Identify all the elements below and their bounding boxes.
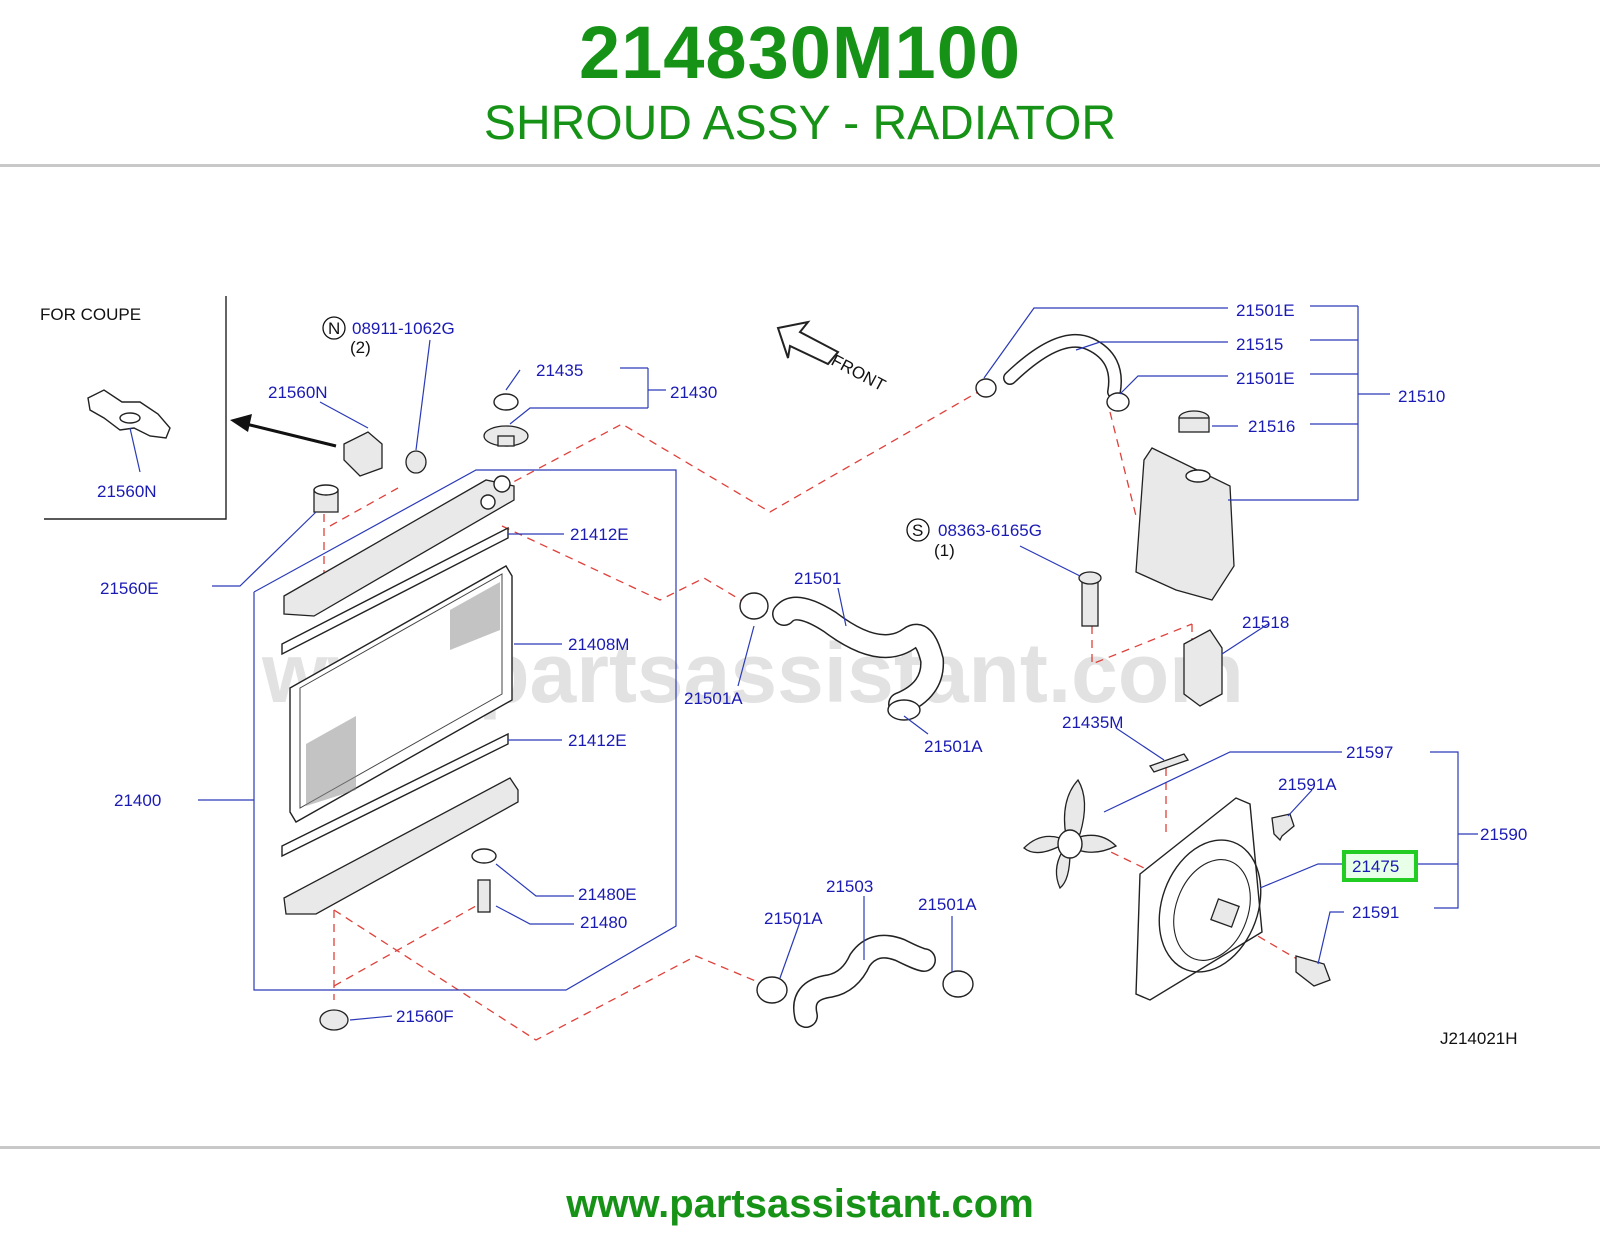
label-21435[interactable]: 21435 xyxy=(536,361,583,380)
bracket-hole-icon xyxy=(119,412,141,424)
label-21475-highlighted[interactable]: 21475 xyxy=(1352,857,1399,876)
bracket-21560n-icon xyxy=(343,431,383,477)
gasket-bottom-icon xyxy=(281,732,509,858)
gasket-top-icon xyxy=(281,526,509,656)
label-08363-qty: (1) xyxy=(934,541,955,560)
inlet-nozzle-icon xyxy=(480,494,496,510)
fan-21597-icon xyxy=(1023,778,1118,890)
washer-21480e-icon xyxy=(471,848,497,864)
highlight-box xyxy=(1342,850,1418,882)
label-21480[interactable]: 21480 xyxy=(580,913,627,932)
clamp-lower-left-icon xyxy=(756,976,788,1004)
label-21591[interactable]: 21591 xyxy=(1352,903,1399,922)
label-21591a[interactable]: 21591A xyxy=(1278,775,1337,794)
radiator-assembly-outline xyxy=(253,469,677,991)
screw-21591a-icon xyxy=(1271,813,1295,842)
diagram-code: J214021H xyxy=(1440,1029,1518,1048)
label-21560n[interactable]: 21560N xyxy=(268,383,328,402)
filler-neck-icon xyxy=(493,475,511,493)
label-21501a-lower-left[interactable]: 21501A xyxy=(764,909,823,928)
front-label: FRONT xyxy=(828,351,889,395)
header-divider xyxy=(0,164,1600,167)
notation-s-circle xyxy=(906,518,930,542)
label-21430[interactable]: 21430 xyxy=(670,383,717,402)
reservoir-cap-body-icon xyxy=(1178,417,1210,433)
label-21515[interactable]: 21515 xyxy=(1236,335,1283,354)
inset-arrow-line xyxy=(245,422,337,448)
radiator-top-tank-icon xyxy=(283,479,515,617)
label-21501e-top[interactable]: 21501E xyxy=(1236,301,1295,320)
mount-21560f-icon xyxy=(319,1009,349,1031)
lower-hose-icon xyxy=(794,936,935,1027)
notation-n-letter: N xyxy=(328,319,340,338)
label-21560e[interactable]: 21560E xyxy=(100,579,159,598)
notation-n-circle xyxy=(322,316,346,340)
clamp-upper-left-icon xyxy=(739,592,769,620)
label-21560n-inset[interactable]: 21560N xyxy=(97,482,157,501)
label-21501a-upper-right[interactable]: 21501A xyxy=(924,737,983,756)
inset-title: FOR COUPE xyxy=(40,305,141,324)
connector-21591-icon xyxy=(1295,955,1331,987)
leader-lines xyxy=(198,307,1344,1021)
label-21597[interactable]: 21597 xyxy=(1346,743,1393,762)
page-header: 214830M100 SHROUD ASSY - RADIATOR xyxy=(0,0,1600,168)
mount-top-icon xyxy=(313,484,339,496)
core-fins-icon xyxy=(450,582,500,650)
upper-hose-icon xyxy=(773,598,943,715)
part-name-subtitle: SHROUD ASSY - RADIATOR xyxy=(483,97,1117,150)
label-21480e[interactable]: 21480E xyxy=(578,885,637,904)
label-08911-1062g[interactable]: 08911-1062G xyxy=(352,319,455,338)
clamp-21501e-b-icon xyxy=(1106,392,1130,412)
overflow-hose-icon xyxy=(1004,335,1121,398)
label-21435m[interactable]: 21435M xyxy=(1062,713,1123,732)
label-21518[interactable]: 21518 xyxy=(1242,613,1289,632)
label-21516[interactable]: 21516 xyxy=(1248,417,1295,436)
label-21510[interactable]: 21510 xyxy=(1398,387,1445,406)
front-arrow-icon xyxy=(776,320,840,366)
seal-21435-icon xyxy=(493,393,519,411)
coupe-inset: FOR COUPE 21560N xyxy=(40,296,227,520)
clamp-upper-right-icon xyxy=(887,699,921,721)
bracket-21518-icon xyxy=(1183,629,1223,707)
label-21412e-bottom[interactable]: 21412E xyxy=(568,731,627,750)
bolt-08911-icon xyxy=(405,450,427,474)
label-08911-qty: (2) xyxy=(350,338,371,357)
label-21501[interactable]: 21501 xyxy=(794,569,841,588)
label-21408m[interactable]: 21408M xyxy=(568,635,629,654)
bolt-08363-head-icon xyxy=(1078,571,1102,585)
bolt-08363-icon xyxy=(1081,577,1099,627)
front-direction-indicator: FRONT xyxy=(776,320,889,395)
shroud-assy-21590-icon xyxy=(1135,797,1263,1001)
notation-s-letter: S xyxy=(912,521,923,540)
label-21501a-upper-left[interactable]: 21501A xyxy=(684,689,743,708)
inset-arrow-head-icon xyxy=(230,414,252,432)
footer-url-link[interactable]: www.partsassistant.com xyxy=(566,1182,1034,1226)
clamp-21501e-a-icon xyxy=(975,378,997,398)
core-fins-lower-icon xyxy=(306,716,356,806)
part-number-title: 214830M100 xyxy=(578,11,1022,94)
clamp-lower-right-icon xyxy=(942,970,974,998)
label-21560f[interactable]: 21560F xyxy=(396,1007,454,1026)
label-08363-6165g[interactable]: 08363-6165G xyxy=(938,521,1042,540)
label-21501a-lower-right[interactable]: 21501A xyxy=(918,895,977,914)
reservoir-neck-icon xyxy=(1185,469,1211,483)
label-21400[interactable]: 21400 xyxy=(114,791,161,810)
reservoir-tank-icon xyxy=(1135,447,1235,601)
footer-divider xyxy=(0,1146,1600,1149)
cap-stem-icon xyxy=(497,435,515,447)
label-21590[interactable]: 21590 xyxy=(1480,825,1527,844)
drain-plug-21480-icon xyxy=(477,879,491,913)
label-21501e-mid[interactable]: 21501E xyxy=(1236,369,1295,388)
label-21412e-top[interactable]: 21412E xyxy=(570,525,629,544)
part-labels: 21501E 21515 21501E 21510 21516 21435 21… xyxy=(100,301,1527,1026)
label-21503[interactable]: 21503 xyxy=(826,877,873,896)
radiator-bottom-tank-icon xyxy=(283,777,519,915)
seal-21435m-icon xyxy=(1148,753,1190,773)
